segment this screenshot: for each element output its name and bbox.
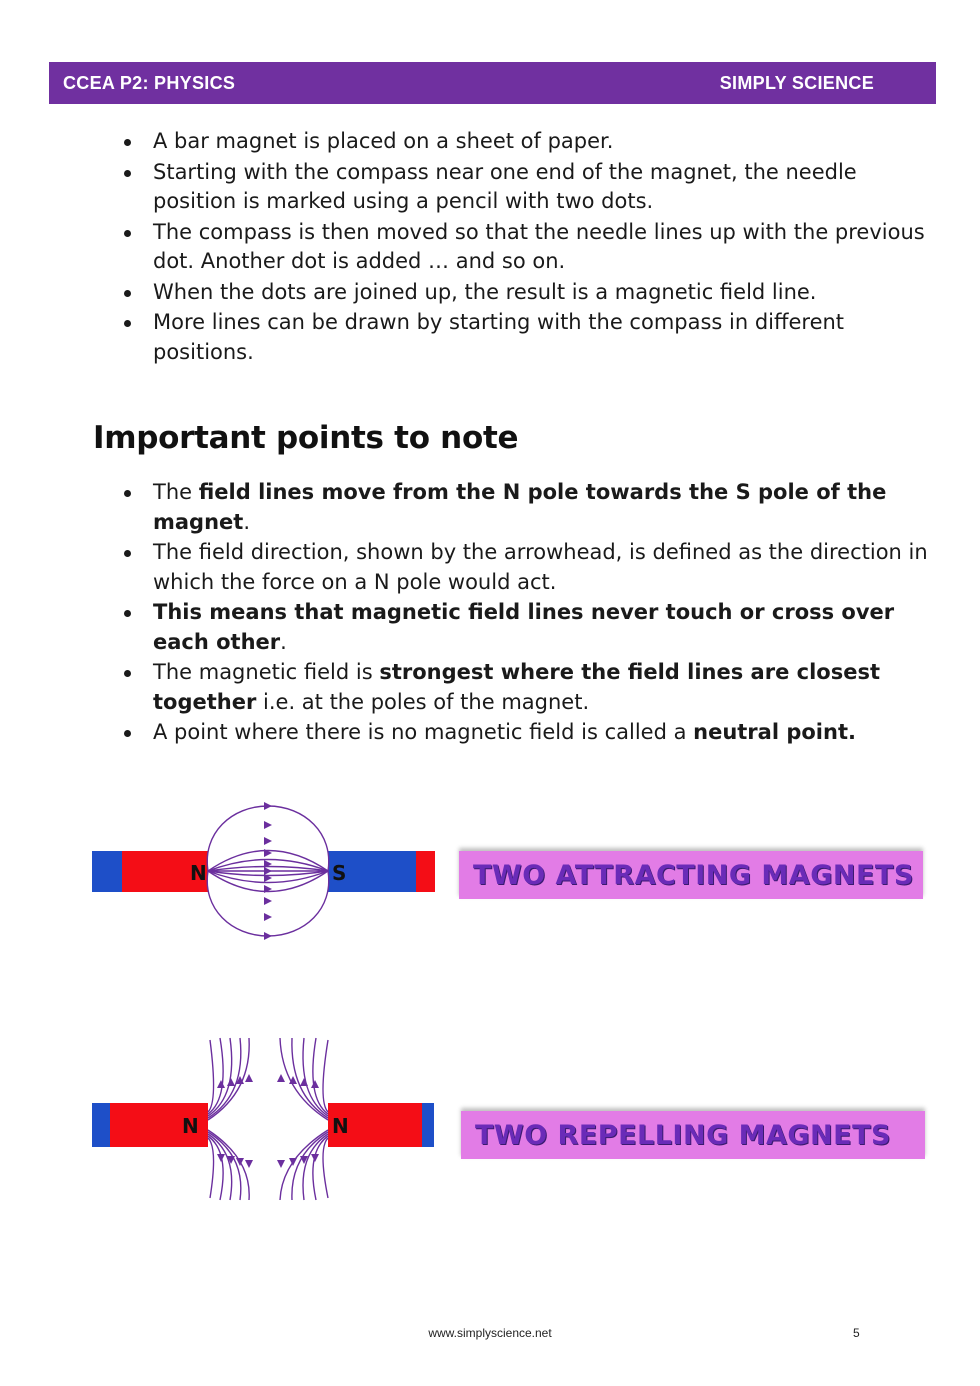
method-steps-list: A bar magnet is placed on a sheet of pap… bbox=[95, 127, 933, 368]
field-lines bbox=[207, 1037, 329, 1201]
list-item: This means that magnetic field lines nev… bbox=[124, 598, 943, 657]
footer-url: www.simplyscience.net bbox=[428, 1326, 552, 1340]
list-item: Starting with the compass near one end o… bbox=[124, 158, 933, 217]
list-item: The compass is then moved so that the ne… bbox=[124, 218, 933, 277]
attracting-magnets-label: TWO ATTRACTING MAGNETS bbox=[459, 851, 923, 899]
list-item: The magnetic field is strongest where th… bbox=[124, 658, 943, 717]
magnet-right-blue-end bbox=[422, 1103, 434, 1147]
section-heading: Important points to note bbox=[93, 420, 519, 456]
pole-label-s: S bbox=[332, 861, 346, 885]
list-item: When the dots are joined up, the result … bbox=[124, 278, 933, 308]
pole-label-n: N bbox=[190, 861, 207, 885]
field-arrows bbox=[217, 1074, 319, 1168]
page-header: CCEA P2: PHYSICS SIMPLY SCIENCE bbox=[49, 62, 936, 104]
list-item: A point where there is no magnetic field… bbox=[124, 718, 943, 748]
magnet-right-north bbox=[328, 1103, 422, 1147]
magnet-left-north bbox=[122, 851, 208, 892]
field-arrows bbox=[264, 802, 272, 940]
list-item: The field lines move from the N pole tow… bbox=[124, 478, 943, 537]
magnet-left-north bbox=[110, 1103, 208, 1147]
page-number: 5 bbox=[853, 1326, 860, 1340]
header-subject: CCEA P2: PHYSICS bbox=[63, 72, 236, 93]
header-brand: SIMPLY SCIENCE bbox=[719, 72, 874, 93]
magnet-left-blue-end bbox=[92, 851, 122, 892]
list-item: More lines can be drawn by starting with… bbox=[124, 308, 933, 367]
magnet-left-blue-end bbox=[92, 1103, 110, 1147]
list-item: A bar magnet is placed on a sheet of pap… bbox=[124, 127, 933, 157]
list-item: The field direction, shown by the arrowh… bbox=[124, 538, 943, 597]
pole-label-n-left: N bbox=[182, 1114, 199, 1138]
magnet-right-red-end bbox=[416, 851, 435, 892]
attracting-magnets-diagram: N S bbox=[92, 802, 435, 940]
magnet-right-south bbox=[328, 851, 416, 892]
important-points-list: The field lines move from the N pole tow… bbox=[95, 478, 943, 749]
repelling-magnets-label: TWO REPELLING MAGNETS bbox=[461, 1111, 925, 1159]
pole-label-n-right: N bbox=[332, 1114, 349, 1138]
repelling-magnets-diagram: N N bbox=[92, 1037, 434, 1201]
